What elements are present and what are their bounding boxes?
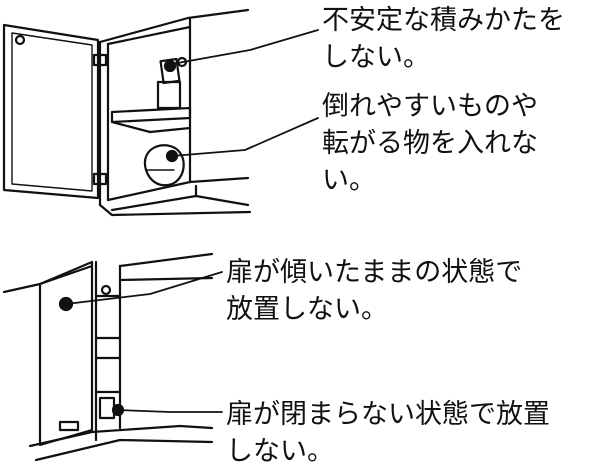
cabinet-base: [106, 176, 250, 202]
leader-line-4: [117, 409, 223, 413]
caption-door-not-closed: 扉が閉まらない状態で放置 しない。: [226, 396, 550, 470]
rolling-item: [143, 144, 185, 187]
floor-base: [28, 424, 214, 448]
caption-door-tilted: 扉が傾いたままの状態で 放置しない。: [226, 254, 522, 328]
caption-line: 放置しない。: [226, 294, 388, 325]
caption-unstable-stacking: 不安定な積みかたを しない。: [322, 2, 565, 76]
stacked-item-bottom: [156, 80, 182, 110]
leader-line-2: [171, 117, 319, 157]
leader-line-3: [65, 271, 223, 305]
pointer-dot-stack: [163, 59, 177, 73]
caption-line: 扉が閉まらない状態で放置: [226, 399, 550, 430]
cabinet-top-edge: [98, 8, 250, 44]
hinge-base: [58, 420, 80, 432]
caption-line: い。: [322, 165, 376, 196]
caption-line: しない。: [226, 436, 334, 467]
caption-line: しない。: [322, 42, 430, 73]
caption-line: 扉が傾いたままの状態で: [226, 257, 523, 288]
cabinet-shelf: [110, 106, 192, 124]
cabinet-door-open: [2, 23, 100, 200]
counter-top-edge: [2, 264, 94, 294]
door-hinge-mark: [14, 34, 26, 46]
caption-line: 倒れやすいものや: [322, 91, 538, 122]
cabinet-door-bottom: [2, 252, 223, 462]
cabinet-open-top: [2, 8, 319, 217]
door-latch: [98, 396, 116, 420]
caption-tipping-objects: 倒れやすいものや 転がる物を入れな い。: [322, 88, 538, 199]
leader-line-1: [171, 29, 319, 65]
caption-line: 転がる物を入れな: [322, 128, 538, 159]
tilted-door: [38, 260, 94, 447]
caption-line: 不安定な積みかたを: [322, 5, 565, 36]
rail-screw: [100, 284, 112, 296]
